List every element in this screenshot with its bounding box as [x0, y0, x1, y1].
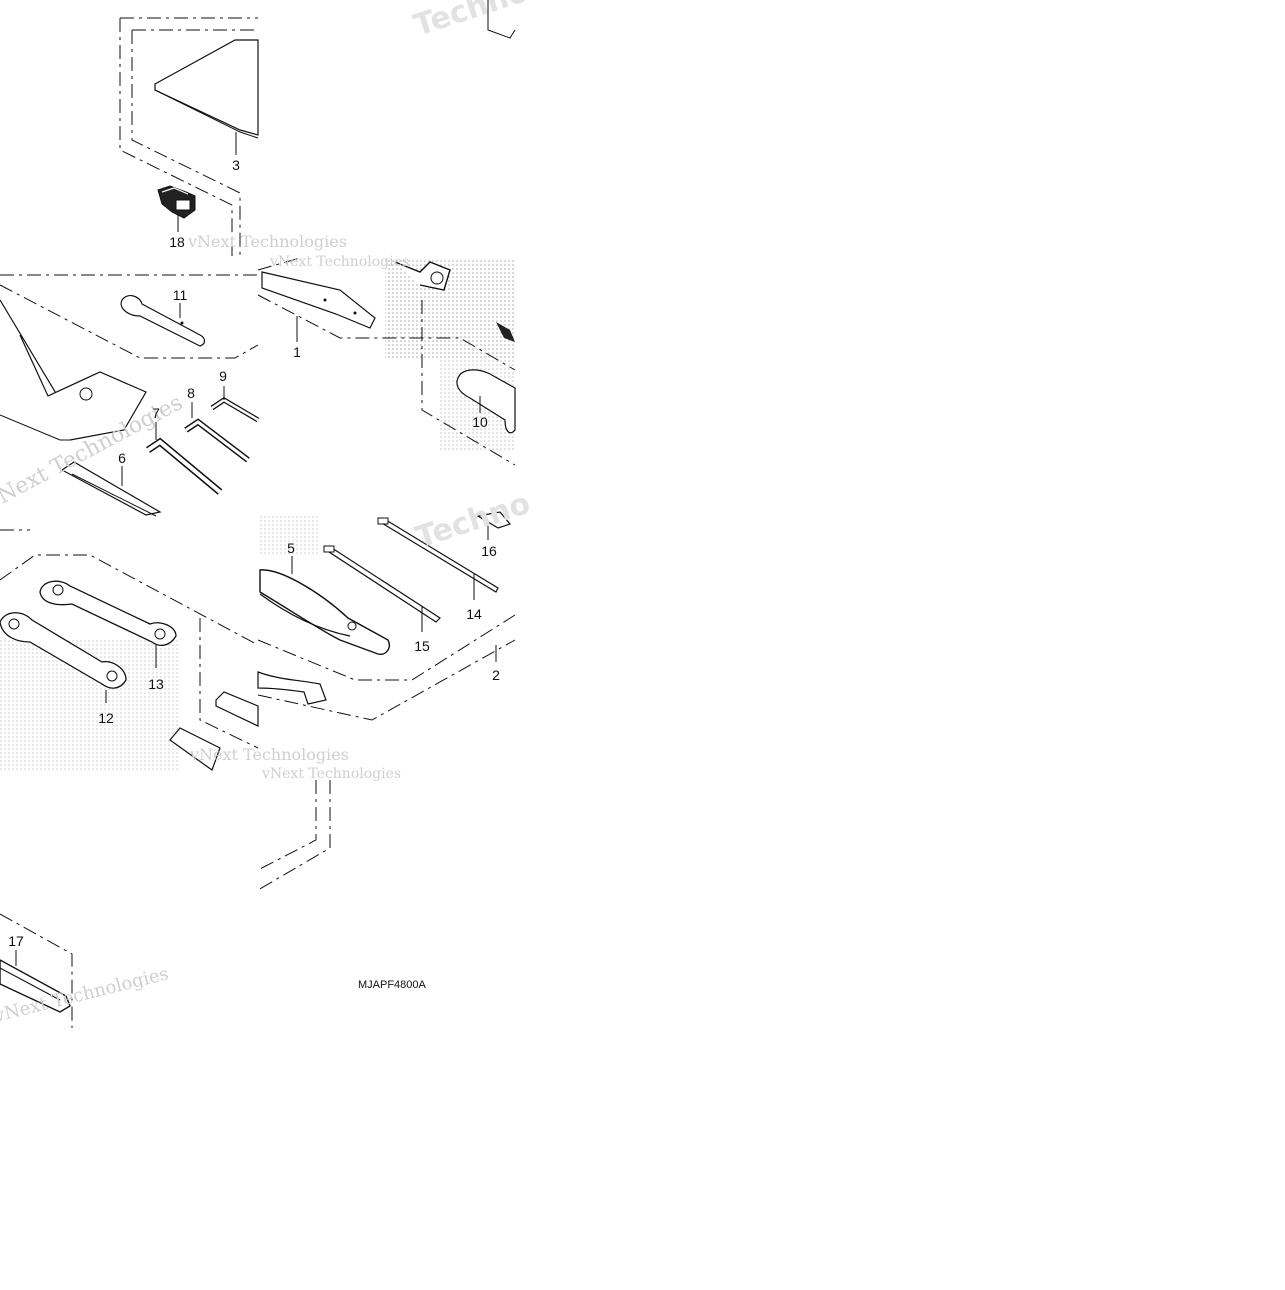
callout-15: 15	[414, 638, 430, 654]
watermark-text-large: Techno	[412, 486, 535, 556]
callout-1: 1	[293, 344, 301, 360]
wrench-12-drawing	[0, 612, 127, 689]
hook-spanner-drawing	[257, 671, 327, 705]
callout-9: 9	[219, 368, 227, 384]
tile-tool-bag: vNext Technologies Techno	[119, 0, 533, 256]
hook-wrench-drawing	[215, 691, 259, 727]
callout-18: 18	[169, 234, 185, 250]
callout-5: 5	[287, 540, 295, 556]
handle-10-drawing	[456, 369, 516, 434]
spanner-1-drawing	[261, 271, 376, 329]
tile-lower-outline: vNext Technologies	[257, 766, 401, 891]
grommet-drawing	[157, 185, 196, 219]
callout-6: 6	[118, 450, 126, 466]
open-wrench-11-drawing	[120, 295, 206, 347]
callout-11: 11	[173, 287, 188, 303]
watermark-text: vNext Technologies	[187, 232, 347, 251]
callout-7: 7	[152, 405, 160, 421]
tile-open-wrenches: vNext Technologies	[0, 529, 349, 771]
wrench-13-drawing	[39, 580, 177, 647]
screwdriver-14-drawing	[377, 517, 499, 593]
callout-2: 2	[492, 667, 500, 683]
pliers-5-drawing	[259, 569, 390, 655]
watermark-text: vNext Technologies	[269, 254, 409, 270]
allen-key-8-drawing	[184, 418, 250, 463]
tile-spanner: vNext Technologies	[257, 254, 516, 466]
screwdriver-15-drawing	[323, 545, 441, 623]
callout-8: 8	[187, 385, 195, 401]
watermark-text: vNext Technologies	[189, 745, 349, 764]
callout-10: 10	[472, 414, 488, 430]
part-16-drawing	[476, 511, 512, 529]
allen-key-9-drawing	[210, 397, 260, 423]
callout-16: 16	[481, 543, 497, 559]
plug-wrench-drawing	[169, 727, 221, 771]
watermark-text-large: Techno	[410, 0, 533, 44]
tile-bottom-left: vNext Technologies	[0, 913, 171, 1028]
tool-bag-drawing	[154, 39, 259, 139]
handle-17-drawing	[0, 959, 71, 1013]
socket-extension-6-drawing	[60, 461, 162, 517]
figure-code: MJAPF4800A	[358, 979, 427, 991]
tool-pouch-drawing	[0, 299, 147, 441]
callout-13: 13	[148, 676, 164, 692]
callout-14: 14	[466, 606, 482, 622]
allen-key-7-drawing	[146, 437, 223, 495]
callout-3: 3	[232, 157, 240, 173]
callout-17: 17	[8, 933, 24, 949]
callout-12: 12	[98, 710, 114, 726]
callout-labels: 1 2 3 5 6 7 8 9 10 11 12 13 14 15 16 17 …	[8, 157, 500, 949]
tile-pliers: Techno	[257, 486, 535, 721]
tile-allen-keys: vNext Technologies	[0, 274, 260, 517]
socket-wrench-drawing	[394, 261, 451, 291]
watermark-text: vNext Technologies	[261, 766, 401, 782]
